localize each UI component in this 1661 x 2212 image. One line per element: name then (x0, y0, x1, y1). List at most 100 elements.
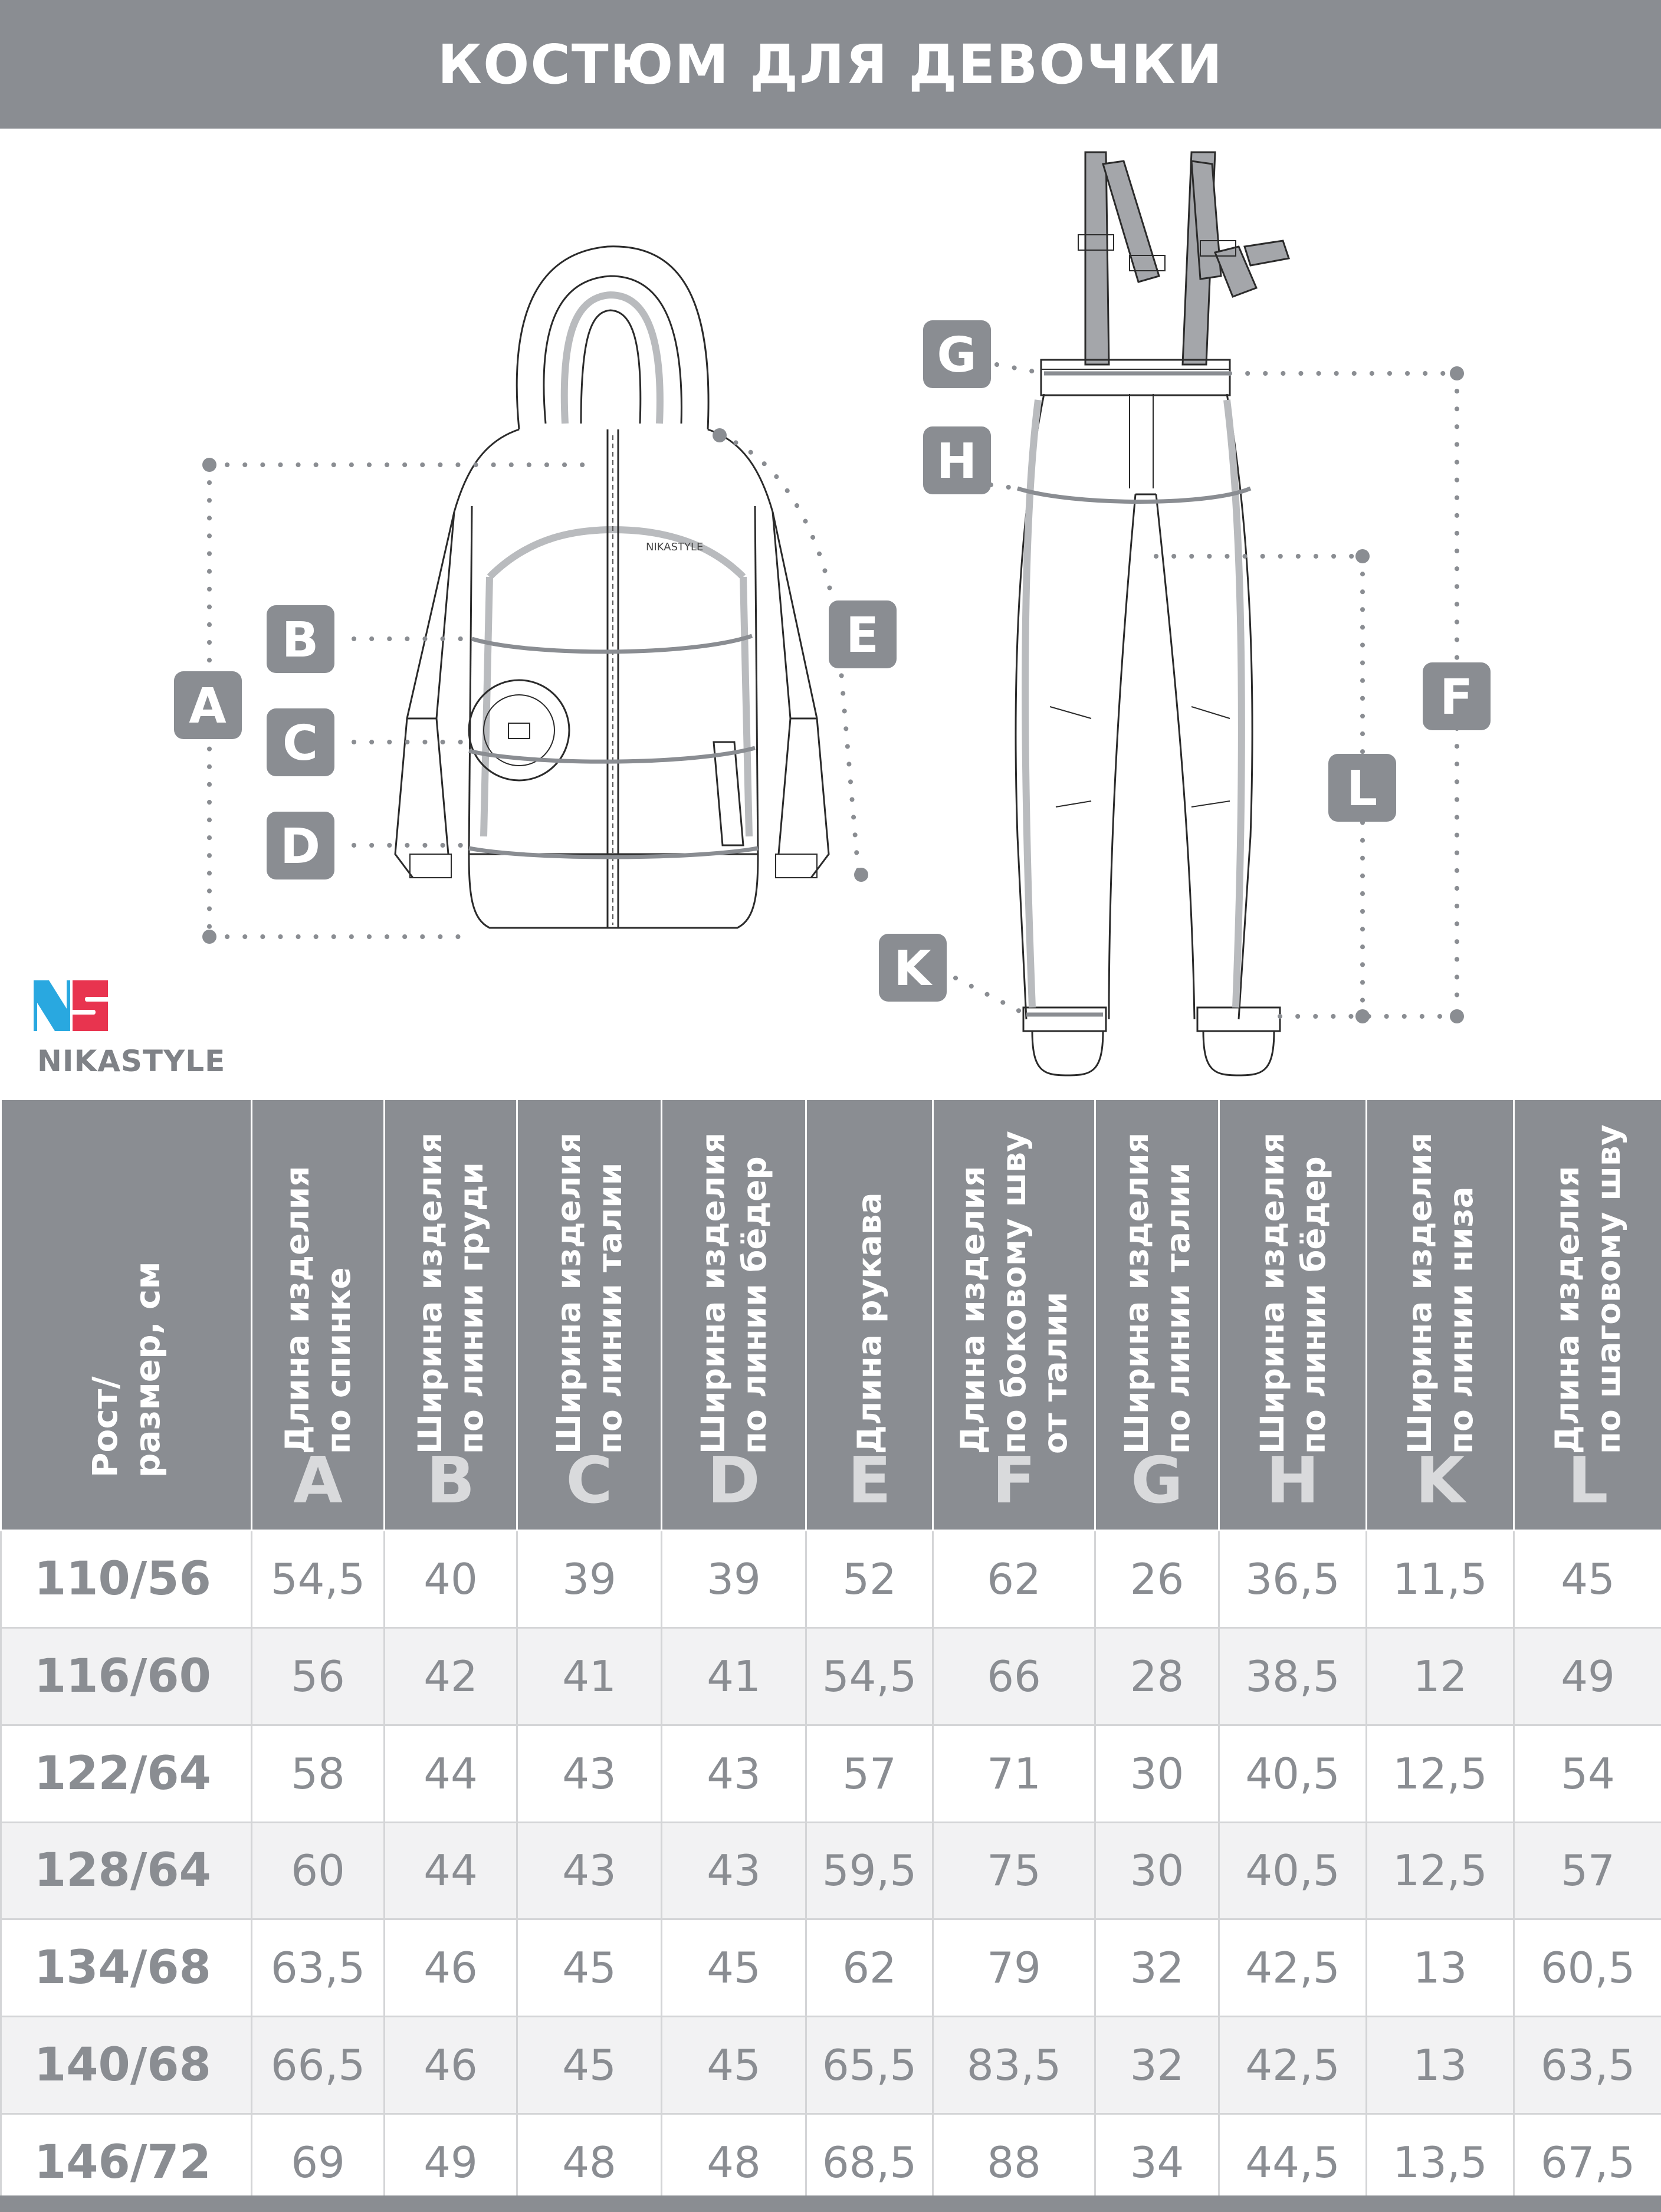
table-row: 122/64 58 44 43 43 57 71 30 40,5 12,5 54 (0, 1724, 1661, 1823)
value-cell: 36,5 (1218, 1530, 1367, 1629)
value-cell: 79 (932, 1918, 1096, 2018)
size-cell: 116/60 (0, 1626, 252, 1726)
value-cell: 62 (932, 1530, 1096, 1629)
value-cell: 45 (1513, 1530, 1661, 1629)
value-cell: 43 (516, 1821, 662, 1921)
value-cell: 28 (1094, 1626, 1220, 1726)
value-cell: 32 (1094, 2016, 1220, 2115)
svg-text:G: G (937, 327, 976, 383)
label-tag-D: D (267, 812, 334, 879)
value-cell: 39 (661, 1530, 807, 1629)
value-cell: 45 (661, 1918, 807, 2018)
table-header-row: Рост/ размер, см Длина изделия по спинке… (0, 1098, 1661, 1531)
value-cell: 71 (932, 1724, 1096, 1823)
size-cell: 146/72 (0, 2113, 252, 2212)
value-cell: 75 (932, 1821, 1096, 1921)
jacket-brand-print: NIKASTYLE (646, 541, 703, 553)
svg-text:F: F (1440, 669, 1473, 726)
value-cell: 57 (805, 1724, 934, 1823)
size-cell: 128/64 (0, 1821, 252, 1921)
label-tag-B: B (267, 605, 334, 673)
value-cell: 30 (1094, 1821, 1220, 1921)
value-cell: 56 (251, 1626, 385, 1726)
table-row: 146/72 69 49 48 48 68,5 88 34 44,5 13,5 … (0, 2113, 1661, 2212)
value-cell: 43 (516, 1724, 662, 1823)
value-cell: 40 (383, 1530, 518, 1629)
svg-text:L: L (1347, 761, 1377, 817)
value-cell: 45 (516, 2016, 662, 2115)
value-cell: 66,5 (251, 2016, 385, 2115)
table-row: 110/56 54,5 40 39 39 52 62 26 36,5 11,5 … (0, 1530, 1661, 1629)
svg-text:K: K (894, 941, 933, 997)
value-cell: 65,5 (805, 2016, 934, 2115)
value-cell: 44 (383, 1821, 518, 1921)
value-cell: 60 (251, 1821, 385, 1921)
table-row: 128/64 60 44 43 43 59,5 75 30 40,5 12,5 … (0, 1821, 1661, 1921)
value-cell: 46 (383, 2016, 518, 2115)
value-cell: 26 (1094, 1530, 1220, 1629)
svg-text:H: H (937, 434, 977, 490)
value-cell: 12 (1365, 1626, 1515, 1726)
label-tag-L: L (1328, 754, 1396, 822)
table-row: 116/60 56 42 41 41 54,5 66 28 38,5 12 49 (0, 1626, 1661, 1726)
value-cell: 12,5 (1365, 1724, 1515, 1823)
label-tag-K: K (879, 934, 947, 1002)
value-cell: 54,5 (251, 1530, 385, 1629)
value-cell: 52 (805, 1530, 934, 1629)
value-cell: 45 (661, 2016, 807, 2115)
page-title: КОСТЮМ ДЛЯ ДЕВОЧКИ (437, 32, 1224, 96)
brand-logo: NIKASTYLE (32, 979, 225, 1078)
value-cell: 62 (805, 1918, 934, 2018)
value-cell: 63,5 (1513, 2016, 1661, 2115)
value-cell: 40,5 (1218, 1724, 1367, 1823)
value-cell: 45 (516, 1918, 662, 2018)
value-cell: 44 (383, 1724, 518, 1823)
value-cell: 83,5 (932, 2016, 1096, 2115)
svg-text:C: C (283, 716, 318, 772)
value-cell: 49 (1513, 1626, 1661, 1726)
value-cell: 40,5 (1218, 1821, 1367, 1921)
value-cell: 60,5 (1513, 1918, 1661, 2018)
value-cell: 59,5 (805, 1821, 934, 1921)
size-cell: 134/68 (0, 1918, 252, 2018)
value-cell: 58 (251, 1724, 385, 1823)
title-bar: КОСТЮМ ДЛЯ ДЕВОЧКИ (0, 0, 1661, 129)
value-cell: 54 (1513, 1724, 1661, 1823)
brand-logo-icon (34, 980, 108, 1031)
value-cell: 13 (1365, 1918, 1515, 2018)
value-cell: 43 (661, 1724, 807, 1823)
value-cell: 42,5 (1218, 1918, 1367, 2018)
value-cell: 57 (1513, 1821, 1661, 1921)
header-size: Рост/ размер, см (0, 1098, 252, 1531)
table-row: 134/68 63,5 46 45 45 62 79 32 42,5 13 60… (0, 1918, 1661, 2018)
value-cell: 42 (383, 1626, 518, 1726)
value-cell: 32 (1094, 1918, 1220, 2018)
svg-text:A: A (189, 678, 226, 734)
value-cell: 63,5 (251, 1918, 385, 2018)
label-tag-A: A (174, 671, 242, 739)
label-tag-E: E (829, 600, 897, 668)
value-cell: 54,5 (805, 1626, 934, 1726)
svg-text:E: E (846, 608, 879, 664)
value-cell: 66 (932, 1626, 1096, 1726)
value-cell: 46 (383, 1918, 518, 2018)
size-cell: 140/68 (0, 2016, 252, 2115)
svg-text:B: B (282, 612, 319, 668)
svg-text:D: D (280, 819, 320, 875)
label-tag-F: F (1423, 662, 1491, 730)
value-cell: 13 (1365, 2016, 1515, 2115)
garment-diagram: .ln { fill: none; stroke: #2b2b2b; strok… (0, 129, 1661, 1102)
jacket-drawing: NIKASTYLE (202, 245, 868, 944)
size-table: Рост/ размер, см Длина изделия по спинке… (0, 1098, 1661, 2212)
brand-name: NIKASTYLE (37, 1044, 226, 1078)
label-tag-G: G (923, 320, 991, 388)
size-cell: 122/64 (0, 1724, 252, 1823)
